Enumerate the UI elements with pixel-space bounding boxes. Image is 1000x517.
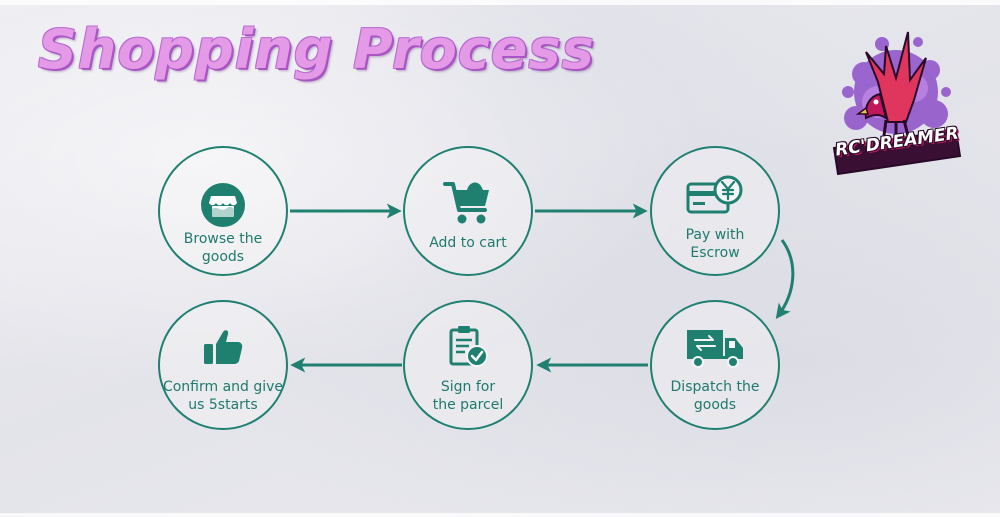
eagle-icon xyxy=(855,31,927,138)
thumbs-up-icon xyxy=(204,330,243,364)
step-label-line2: us 5starts xyxy=(188,397,258,413)
step-pay-with-escrow: Pay with Escrow xyxy=(650,146,780,276)
brand-logo xyxy=(832,31,962,176)
delivery-truck-icon xyxy=(687,330,743,368)
step-label-line1: Browse the xyxy=(183,231,263,247)
step-label-line2: goods xyxy=(693,397,737,413)
step-label-line1: Confirm and give xyxy=(162,379,284,395)
shopping-cart-icon xyxy=(443,182,489,224)
step-label-line1: Add to cart xyxy=(429,235,507,251)
step-browse-goods: Browse the goods xyxy=(158,146,288,276)
step-label-line2: the parcel xyxy=(432,397,504,413)
step-label-line1: Dispatch the xyxy=(670,379,760,395)
step-confirm-and-rate: Confirm and give us 5starts xyxy=(158,300,288,430)
step-label-line1: Pay with xyxy=(685,227,745,243)
step-label-line1: Sign for xyxy=(440,379,496,395)
step-dispatch-goods: Dispatch the goods xyxy=(650,300,780,430)
step-add-to-cart: Add to cart xyxy=(403,146,533,276)
step-sign-for-parcel: Sign for the parcel xyxy=(403,300,533,430)
step-label-line2: Escrow xyxy=(690,245,740,261)
page-title: Shopping Process xyxy=(38,18,595,81)
arrow-pay-to-dispatch xyxy=(775,239,795,320)
clipboard-check-icon xyxy=(449,326,488,367)
storefront-icon xyxy=(201,183,245,227)
step-label-line2: goods xyxy=(201,249,245,265)
payment-card-icon xyxy=(686,175,743,214)
logo-banner xyxy=(832,128,962,176)
